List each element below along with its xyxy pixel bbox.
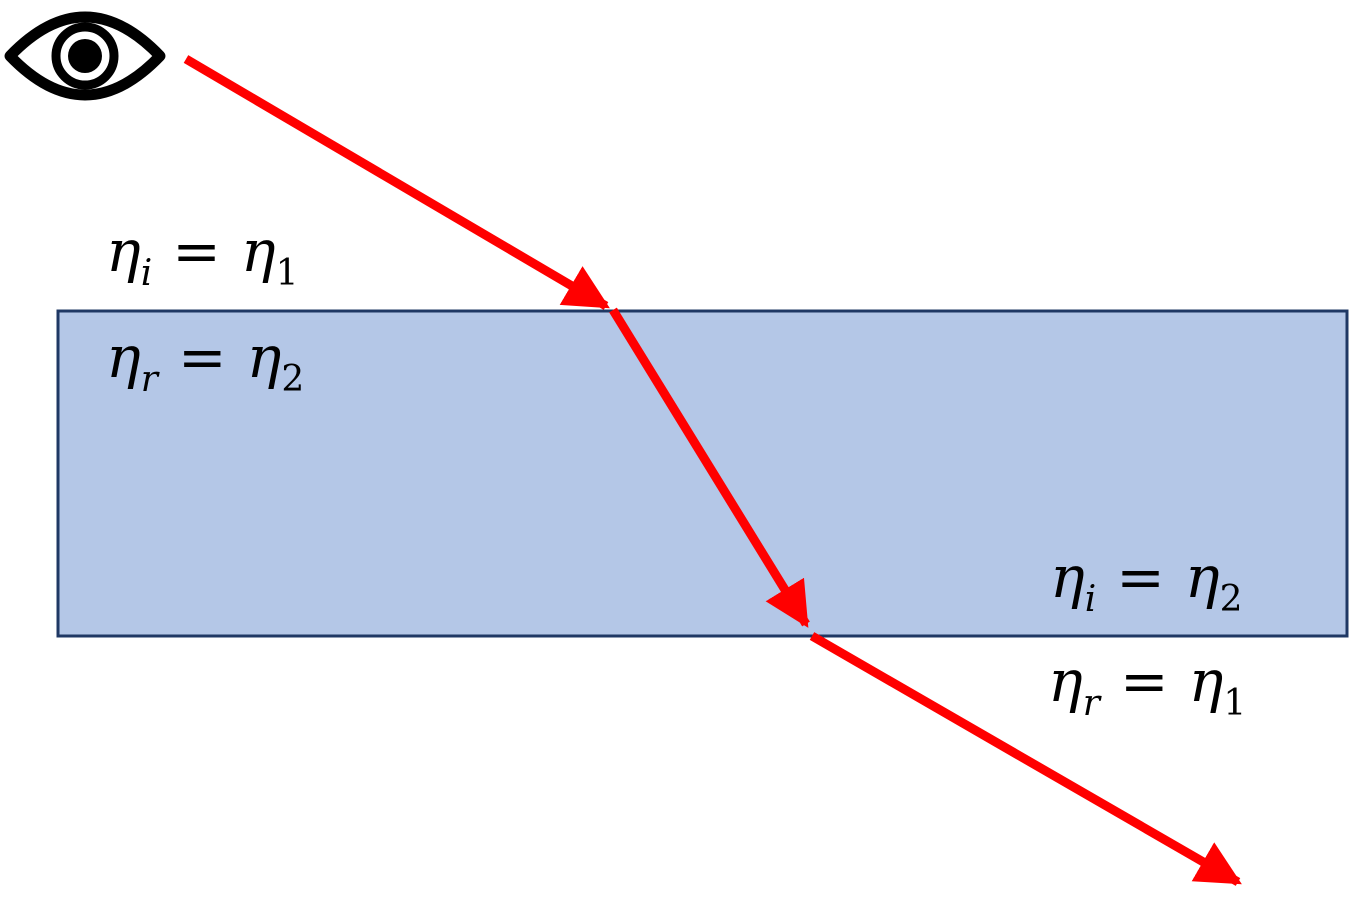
ray-incident-arrow — [183, 55, 610, 310]
ray-exit-arrow — [809, 632, 1242, 886]
label-top-incident-index: ηi=η1 — [106, 217, 299, 294]
label-bottom-refracted-index: ηr=η1 — [1048, 647, 1247, 724]
glass-slab — [56, 309, 1349, 638]
eye-icon — [4, 11, 166, 101]
ray-refracted-arrow — [609, 307, 810, 628]
label-top-refracted-index: ηr=η2 — [106, 323, 305, 400]
label-bottom-incident-index: ηi=η2 — [1050, 543, 1243, 620]
